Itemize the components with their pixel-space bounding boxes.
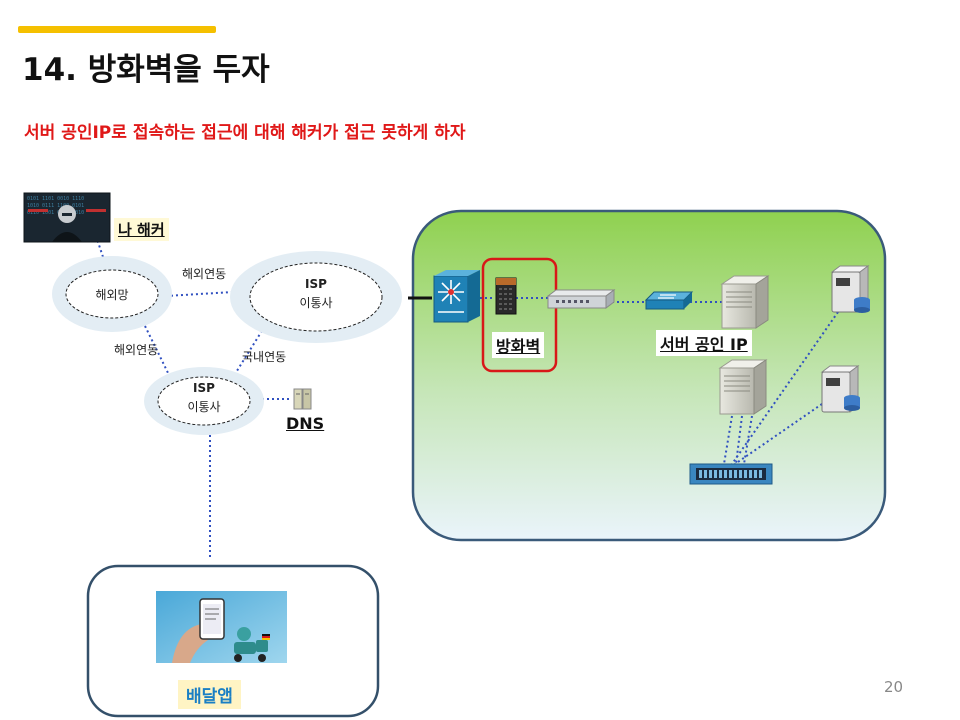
dns-server-icon [293,388,312,410]
hacker-label: 나 해커 [114,218,169,241]
isp-bottom-line1: ISP [193,381,215,395]
svg-text:0101 1101 0010 1110: 0101 1101 0010 1110 [27,196,84,202]
delivery-app-image [156,591,287,663]
server-icon-2 [718,359,768,415]
firewall-icon [495,277,517,315]
switch-icon [644,291,694,310]
link-db1-storage [731,311,839,465]
isp-top-cloud [230,251,402,343]
isp-bottom-cloud [144,367,264,435]
page-number: 20 [884,678,904,696]
svg-text:1010 0111 1100 0101: 1010 0111 1100 0101 [27,203,84,209]
firewall-highlight-box [481,257,558,373]
router-icon [433,270,480,323]
server-icon-1 [720,275,770,329]
delivery-app-label: 배달앱 [178,680,241,709]
link-label-domestic: 국내연동 [242,350,286,364]
dns-label: DNS [286,414,325,433]
isp-top-line2: 이통사 [299,296,332,310]
link-server2-storage-a [723,415,733,465]
slide-title: 14. 방화벽을 두자 [22,52,270,88]
database-server-icon-2 [820,365,860,413]
link-label-overseas-top: 해외연동 [182,267,226,281]
isp-bottom-line2: 이통사 [187,400,220,414]
link-server2-storage-c [743,415,753,465]
link-label-overseas-bottom: 해외연동 [114,343,158,357]
svg-text:0110 1001 0011 1010: 0110 1001 0011 1010 [27,210,84,216]
link-server2-storage-b [735,415,743,465]
server-public-ip-label: 서버 공인 IP [656,330,752,356]
network-appliance-icon [546,289,616,309]
internal-network-zone [411,209,887,542]
hacker-image: 0101 1101 0010 1110 1010 0111 1100 0101 … [23,192,111,243]
firewall-label: 방화벽 [492,332,545,358]
overseas-net-cloud [52,256,172,332]
slide-subtitle: 서버 공인IP로 접속하는 접근에 대해 해커가 접근 못하게 하자 [24,123,466,143]
isp-top-line1: ISP [305,277,327,291]
database-server-icon-1 [830,265,870,313]
title-accent-bar [18,26,216,33]
overseas-net-label: 해외망 [95,288,128,302]
storage-array-icon [689,463,773,485]
